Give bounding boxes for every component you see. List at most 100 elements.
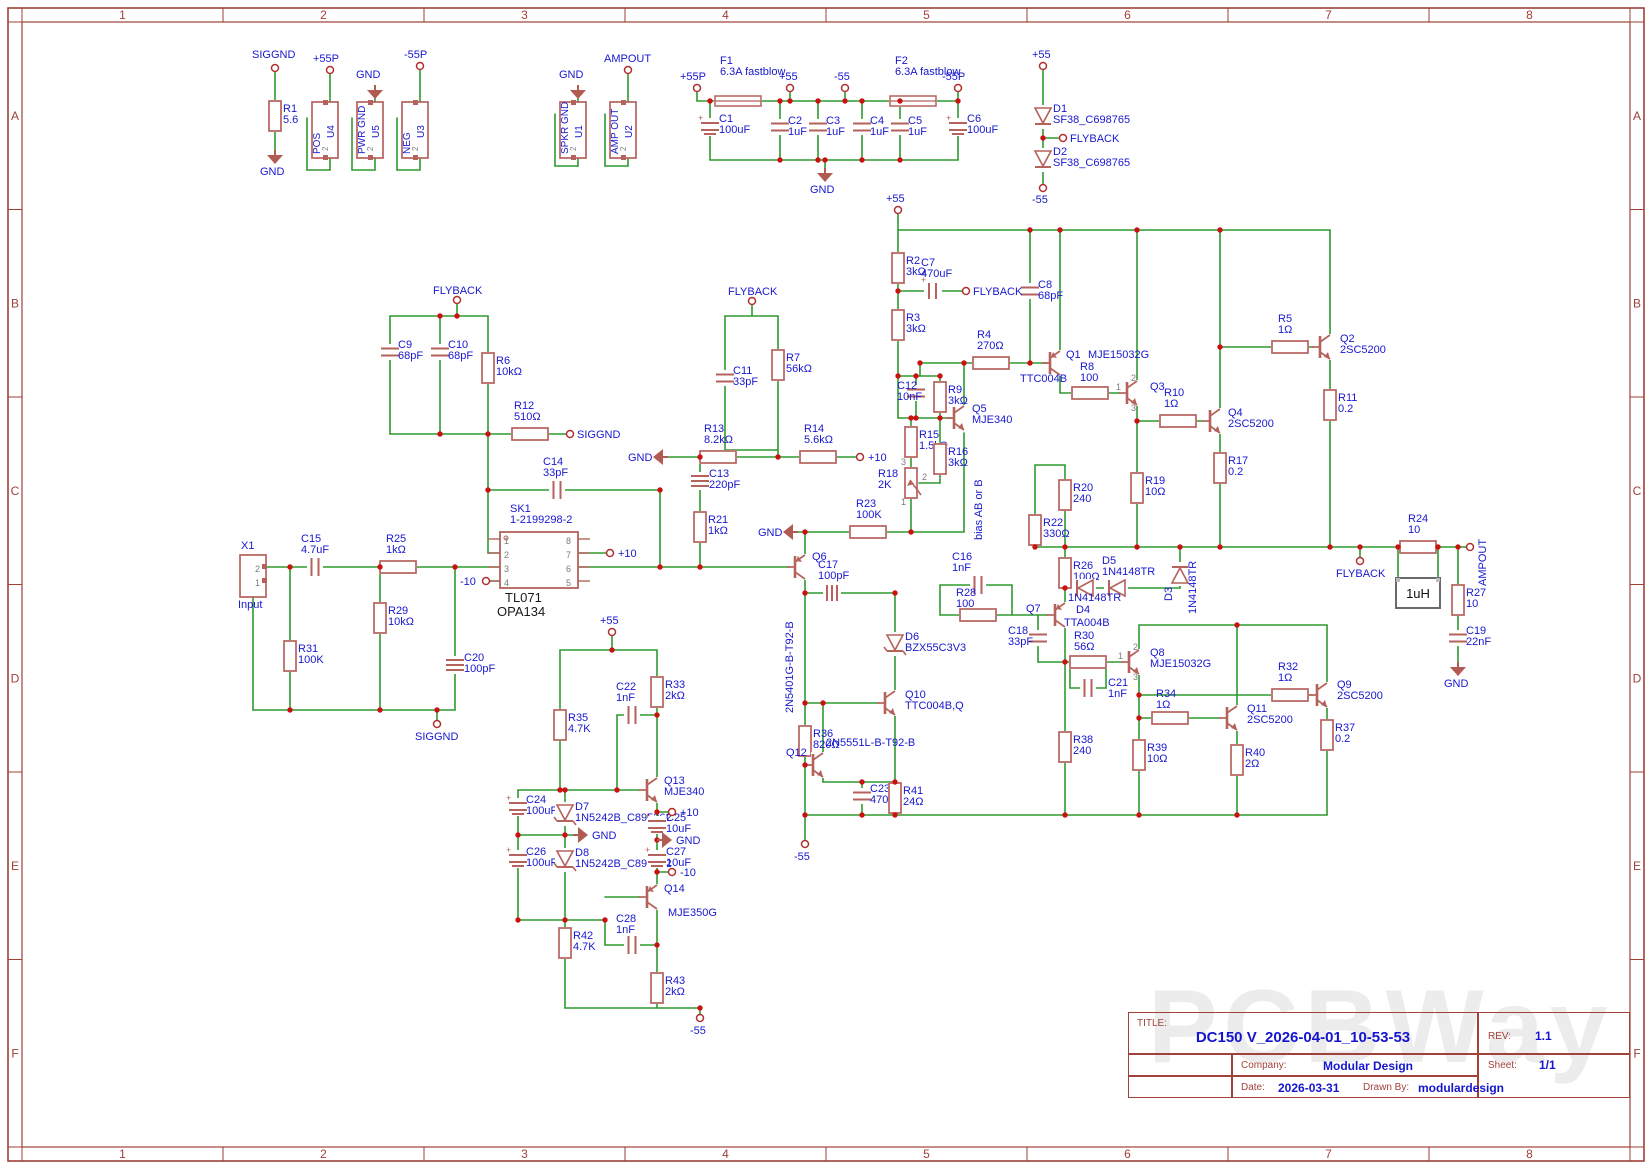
component-R6[interactable]: R610kΩR12510ΩC1433pFSK11-2199298-2X1Inpu… xyxy=(238,49,1491,1037)
component-R11[interactable]: R110.2R170.2R1910ΩC1210nFR93kΩQ5MJE340R1… xyxy=(252,49,1491,1037)
net-port-+55[interactable]: +55 xyxy=(600,615,619,637)
component-Q10[interactable]: Q10TTC004B,QD6BZX55C3V3C17100pFQ6Q12C234… xyxy=(252,49,1491,1037)
component-C14[interactable]: C1433pFSK11-2199298-2X1InputC154.7uFR251… xyxy=(238,49,1491,1037)
component-C6[interactable]: +C6100uFD1SF38_C698765D2SF38_C698765C968… xyxy=(238,49,1491,1037)
net-port--10[interactable]: -10 xyxy=(667,867,696,879)
component-Q5[interactable]: Q5MJE340R151.5kΩR163kΩR182KR23100KR20240… xyxy=(252,49,1491,1037)
net-port-FLYBACK[interactable]: FLYBACK xyxy=(1058,133,1120,145)
net-port-+10[interactable]: +10 xyxy=(605,548,637,560)
net-port-SIGGND[interactable]: SIGGND xyxy=(415,719,458,744)
component-R23[interactable]: R23100KR20240R22330ΩC161nFR28100R26100ΩD… xyxy=(252,49,1491,1037)
component-C19[interactable]: C1922nFR332kΩC221nFR354.7KQ13MJE340+C241… xyxy=(252,49,1491,1037)
net-port-+55P[interactable]: +55P xyxy=(680,71,706,93)
net-port-+55[interactable]: +55 xyxy=(779,71,798,93)
net-port-+55[interactable]: +55 xyxy=(1032,49,1051,71)
component-D8[interactable]: D81N5242B_C895262+C2710uFQ14MJE350GR424.… xyxy=(252,49,1489,1037)
net-port-FLYBACK[interactable]: FLYBACK xyxy=(728,286,778,306)
component-C20[interactable]: C20100pFC13220pFR211kΩR138.2kΩR145.6kΩC1… xyxy=(252,49,1491,1037)
component-R16[interactable]: R163kΩR182KR23100KR20240R22330ΩC161nFR28… xyxy=(252,49,1491,1037)
component-R22[interactable]: R22330ΩC161nFR28100R26100ΩD51N4148TRQ7TT… xyxy=(252,49,1491,1037)
component-C3[interactable]: C31uFC41uFC51uF+C6100uFD1SF38_C698765D2S… xyxy=(238,49,1491,1037)
component-R40[interactable]: R402ΩR36820ΩQ10TTC004B,QD6BZX55C3V3C1710… xyxy=(252,49,1491,1037)
net-port-FLYBACK[interactable]: FLYBACK xyxy=(1336,556,1386,581)
component-R17[interactable]: R170.2R1910ΩC1210nFR93kΩQ5MJE340R151.5kΩ… xyxy=(252,49,1491,1037)
net-port--55P[interactable]: -55P xyxy=(942,71,965,93)
net-port--55[interactable]: -55 xyxy=(690,1013,706,1038)
net-port-FLYBACK[interactable]: FLYBACK xyxy=(961,286,1023,298)
component-SK1[interactable]: SK11-2199298-2X1InputC154.7uFR251kΩR2910… xyxy=(238,49,1491,1037)
net-port--10[interactable]: -10 xyxy=(460,576,491,588)
component-R12[interactable]: R12510ΩC1433pFSK11-2199298-2X1InputC154.… xyxy=(238,49,1491,1037)
net-port-FLYBACK[interactable]: FLYBACK xyxy=(433,285,483,305)
component-R5[interactable]: R51ΩQ22SC5200R110.2R170.2R1910ΩC1210nFR9… xyxy=(252,49,1491,1037)
component-Q4[interactable]: Q42SC5200R51ΩQ22SC5200R110.2R170.2R1910Ω… xyxy=(252,49,1491,1037)
component-C2[interactable]: C21uFC31uFC41uFC51uF+C6100uFD1SF38_C6987… xyxy=(238,49,1491,1037)
component-R27[interactable]: R2710C1922nFR332kΩC221nFR354.7KQ13MJE340… xyxy=(252,49,1491,1037)
component-R18[interactable]: R182KR23100KR20240R22330ΩC161nFR28100R26… xyxy=(252,49,1491,1037)
net-port-+55P[interactable]: +55P xyxy=(313,53,339,75)
component-R21[interactable]: R211kΩR138.2kΩR145.6kΩC1133pFR756kΩR23kΩ… xyxy=(252,49,1491,1037)
net-port--55[interactable]: -55 xyxy=(1032,183,1048,207)
component-R19[interactable]: R1910ΩC1210nFR93kΩQ5MJE340R151.5kΩR163kΩ… xyxy=(252,49,1491,1037)
component-D1[interactable]: D1SF38_C698765D2SF38_C698765C968pFC1068p… xyxy=(238,49,1491,1037)
component-C25[interactable]: +C2510uF+C26100uFD81N5242B_C895262+C2710… xyxy=(252,49,1489,1037)
net-port--55P[interactable]: -55P xyxy=(404,49,427,71)
component-R13[interactable]: R138.2kΩR145.6kΩC1133pFR756kΩR23kΩR33kΩ+… xyxy=(252,49,1491,1037)
net-port-AMPOUT[interactable]: AMPOUT xyxy=(1465,539,1490,586)
net-port-+10[interactable]: +10 xyxy=(855,452,887,464)
component-R20[interactable]: R20240R22330ΩC161nFR28100R26100ΩD51N4148… xyxy=(252,49,1491,1037)
component-D6[interactable]: D6BZX55C3V3C17100pFQ6Q12C23470pFR4124ΩR2… xyxy=(252,49,1491,1037)
component-C5[interactable]: C51uF+C6100uFD1SF38_C698765D2SF38_C69876… xyxy=(238,49,1491,1037)
component-R14[interactable]: R145.6kΩC1133pFR756kΩR23kΩR33kΩ+C7470uFC… xyxy=(252,49,1491,1037)
net-port-+55[interactable]: +55 xyxy=(886,193,905,215)
net-port-AMPOUT[interactable]: AMPOUT xyxy=(604,53,651,75)
component-R15[interactable]: R151.5kΩR163kΩR182KR23100KR20240R22330ΩC… xyxy=(252,49,1491,1037)
component-C11[interactable]: C1133pFR756kΩR23kΩR33kΩ+C7470uFC868pFR42… xyxy=(252,49,1491,1037)
component-R36[interactable]: R36820ΩQ10TTC004B,QD6BZX55C3V3C17100pFQ6… xyxy=(252,49,1491,1037)
component-D7[interactable]: D71N5242B_C895262+C2510uF+C26100uFD81N52… xyxy=(252,49,1489,1037)
component-C26[interactable]: +C26100uFD81N5242B_C895262+C2710uFQ14MJE… xyxy=(252,49,1489,1037)
